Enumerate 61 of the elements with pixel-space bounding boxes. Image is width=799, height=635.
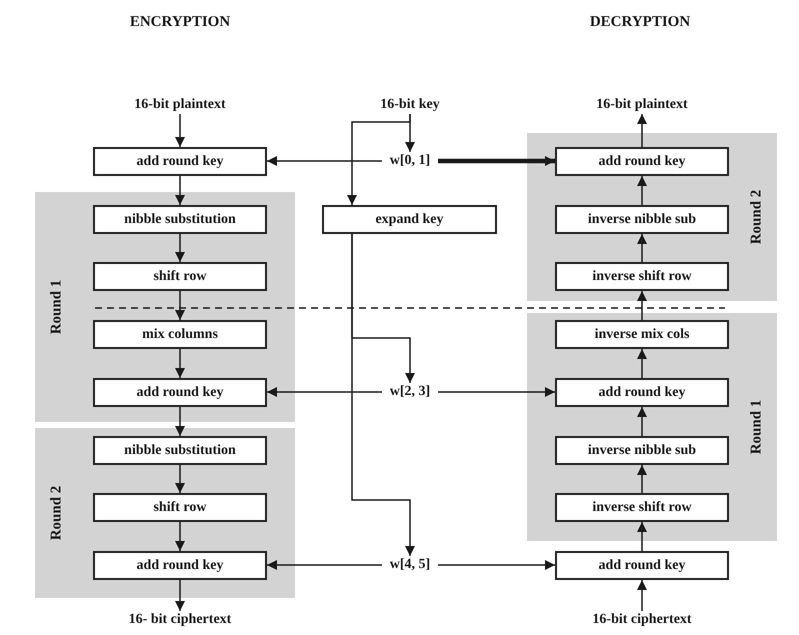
arrow (637, 407, 647, 436)
arrow (637, 114, 647, 147)
arrow (175, 349, 185, 378)
flow-label: 16-bit plaintext (577, 96, 707, 114)
arrow (267, 156, 382, 166)
arrow (267, 387, 382, 397)
arrow (637, 291, 647, 320)
arrow (175, 465, 185, 493)
round-label: Round 2 (48, 486, 66, 540)
arrow (175, 407, 185, 436)
process-box: shift row (93, 262, 267, 291)
arrow (637, 176, 647, 205)
section-heading: ENCRYPTION (128, 14, 232, 31)
arrow (351, 234, 415, 556)
arrow (175, 114, 185, 147)
round-label: Round 1 (48, 280, 66, 334)
arrow (347, 114, 411, 205)
process-box: add round key (555, 551, 729, 580)
arrow (438, 156, 555, 166)
process-box: shift row (93, 493, 267, 522)
flow-label: w[4, 5] (382, 556, 438, 574)
process-box: inverse shift row (555, 262, 729, 291)
arrow (175, 522, 185, 551)
flow-label: 16-bit plaintext (115, 96, 245, 114)
round-label: Round 2 (748, 190, 766, 244)
arrow (267, 560, 382, 570)
process-box: nibble substitution (93, 436, 267, 465)
flow-label: w[2, 3] (382, 383, 438, 401)
arrow (438, 560, 555, 570)
arrow (175, 291, 185, 320)
arrow (175, 176, 185, 205)
section-heading: DECRYPTION (588, 14, 692, 31)
arrow (637, 580, 647, 611)
arrow (175, 580, 185, 611)
process-box: expand key (322, 205, 497, 234)
process-box: add round key (93, 147, 267, 176)
flow-label: w[0, 1] (382, 152, 438, 170)
flow-label: 16-bit ciphertext (577, 611, 707, 629)
process-box: add round key (555, 378, 729, 407)
arrow (637, 465, 647, 493)
process-box: add round key (93, 378, 267, 407)
arrow (637, 349, 647, 378)
process-box: mix columns (93, 320, 267, 349)
round-band (35, 428, 295, 598)
process-box: add round key (93, 551, 267, 580)
arrow (637, 522, 647, 551)
round-label: Round 1 (748, 400, 766, 454)
round-band (527, 313, 777, 541)
flow-label: 16-bit key (370, 96, 450, 114)
process-box: inverse nibble sub (555, 436, 729, 465)
process-box: add round key (555, 147, 729, 176)
process-box: inverse mix cols (555, 320, 729, 349)
process-box: inverse nibble sub (555, 205, 729, 234)
arrow (175, 234, 185, 262)
arrow (637, 234, 647, 262)
process-box: nibble substitution (93, 205, 267, 234)
arrow (438, 387, 555, 397)
round-band (35, 192, 295, 422)
process-box: inverse shift row (555, 493, 729, 522)
round-band (527, 133, 777, 301)
flow-label: 16- bit ciphertext (110, 611, 250, 629)
